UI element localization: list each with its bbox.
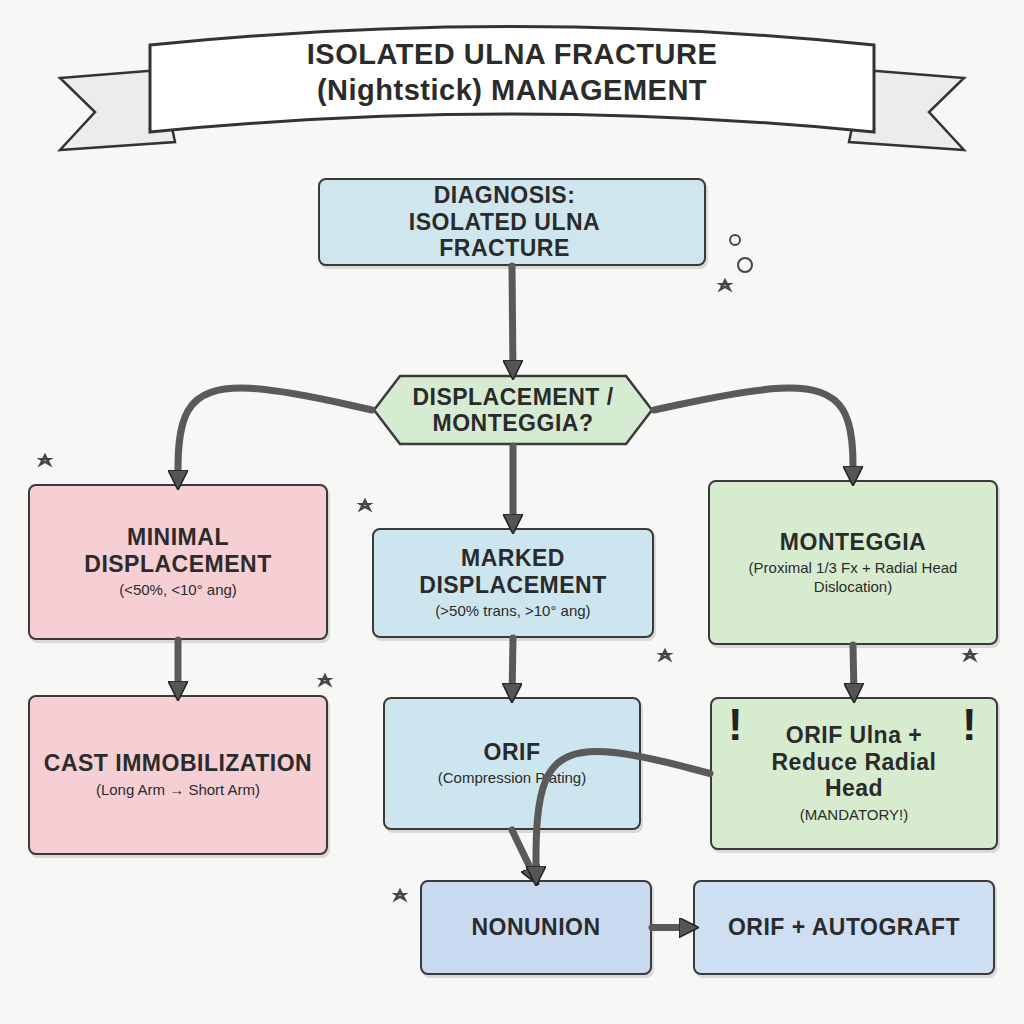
process-box: CAST IMMOBILIZATION (Long Arm → Short Arm…	[28, 695, 328, 855]
flow-arrow	[175, 640, 182, 695]
flow-arrow	[853, 645, 854, 697]
node-detail: (Compression Plating)	[438, 769, 586, 788]
warning-mark: !	[962, 700, 977, 750]
process-box: MONTEGGIA (Proximal 1/3 Fx + Radial Head …	[708, 480, 998, 645]
flow-arrow	[654, 388, 853, 480]
node-heading: MARKED DISPLACEMENT	[386, 545, 640, 598]
process-box: MINIMAL DISPLACEMENT (<50%, <10° ang)	[28, 484, 328, 640]
node-heading: ORIF Ulna + Reduce Radial Head	[752, 722, 956, 801]
node-heading: DISPLACEMENT / MONTEGGIA?	[408, 384, 618, 437]
node-heading: ORIF	[484, 739, 541, 765]
flow-arrow	[512, 266, 513, 374]
flow-arrow	[652, 924, 693, 931]
node-heading: NONUNION	[471, 914, 600, 940]
process-box: ORIF (Compression Plating)	[383, 697, 641, 830]
flow-arrow	[512, 638, 513, 697]
node-detail: (MANDATORY!)	[800, 806, 908, 825]
title-text: ISOLATED ULNA FRACTURE (Nightstick) MANA…	[262, 36, 762, 109]
process-box: ORIF Ulna + Reduce Radial Head (MANDATORY…	[710, 697, 998, 850]
node-heading: DIAGNOSIS: ISOLATED ULNA FRACTURE	[400, 182, 609, 261]
flow-arrow	[510, 446, 517, 528]
process-box: ORIF + AUTOGRAFT	[693, 880, 995, 975]
process-box: MARKED DISPLACEMENT (>50% trans, >10° ang…	[372, 528, 654, 638]
node-detail: (Proximal 1/3 Fx + Radial Head Dislocati…	[722, 559, 984, 597]
process-box: DIAGNOSIS: ISOLATED ULNA FRACTURE	[318, 178, 706, 266]
decision-hexagon: DISPLACEMENT / MONTEGGIA?	[372, 374, 654, 446]
node-detail: (Long Arm → Short Arm)	[96, 781, 260, 800]
hexagon-shape	[374, 376, 652, 444]
node-detail: (>50% trans, >10° ang)	[435, 602, 590, 621]
process-box: NONUNION	[420, 880, 652, 975]
node-heading: CAST IMMOBILIZATION	[44, 750, 312, 776]
warning-mark: !	[728, 700, 743, 750]
flow-arrow	[512, 830, 536, 880]
node-heading: MONTEGGIA	[780, 529, 926, 555]
title-ribbon	[150, 27, 874, 133]
node-heading: ORIF + AUTOGRAFT	[728, 914, 960, 940]
node-detail: (<50%, <10° ang)	[119, 581, 237, 600]
flow-arrow	[178, 388, 372, 484]
node-heading: MINIMAL DISPLACEMENT	[42, 524, 314, 577]
